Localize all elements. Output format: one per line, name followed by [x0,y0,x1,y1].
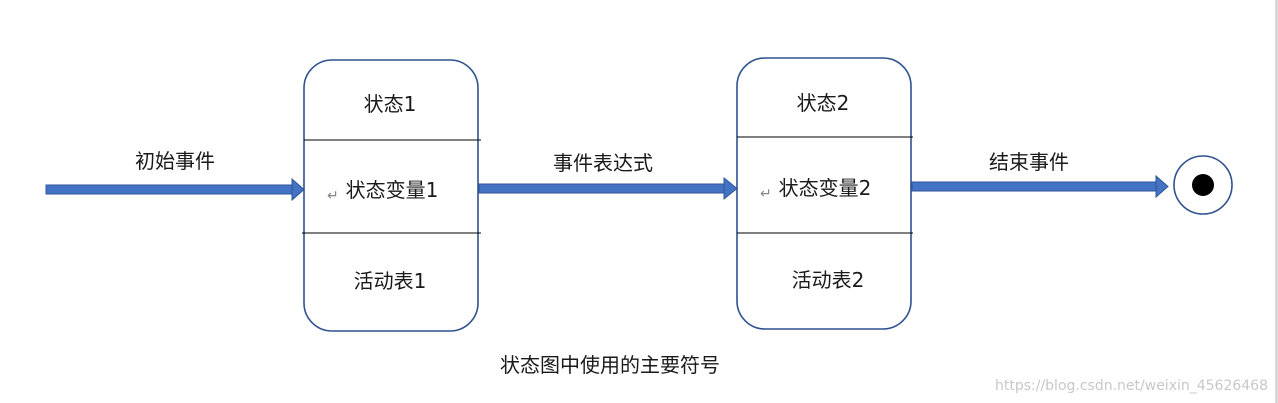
state-1-variables: 状态变量1 [346,178,439,202]
right-edge-border [1275,0,1278,403]
end-arrow-label: 结束事件 [989,150,1069,174]
final-state-icon [1173,155,1233,215]
state-1-activities: 活动表1 [354,269,427,293]
state-1-name: 状态1 [364,92,417,116]
transition-label: 事件表达式 [553,151,653,175]
start-arrow [45,177,305,202]
state-2-name: 状态2 [797,91,850,115]
state-2-activities: 活动表2 [792,268,865,292]
paragraph-mark-icon: ↵ [760,186,772,202]
diagram-caption: 状态图中使用的主要符号 [500,353,720,377]
paragraph-mark-icon: ↵ [327,188,339,204]
state-1 [302,59,481,332]
state-2-variables: 状态变量2 [779,176,872,200]
start-arrow-label: 初始事件 [135,149,215,173]
watermark-url: https://blog.csdn.net/weixin_45626468 [995,378,1268,394]
state-2 [736,57,913,330]
transition-arrow [478,176,738,201]
end-arrow [911,174,1169,199]
